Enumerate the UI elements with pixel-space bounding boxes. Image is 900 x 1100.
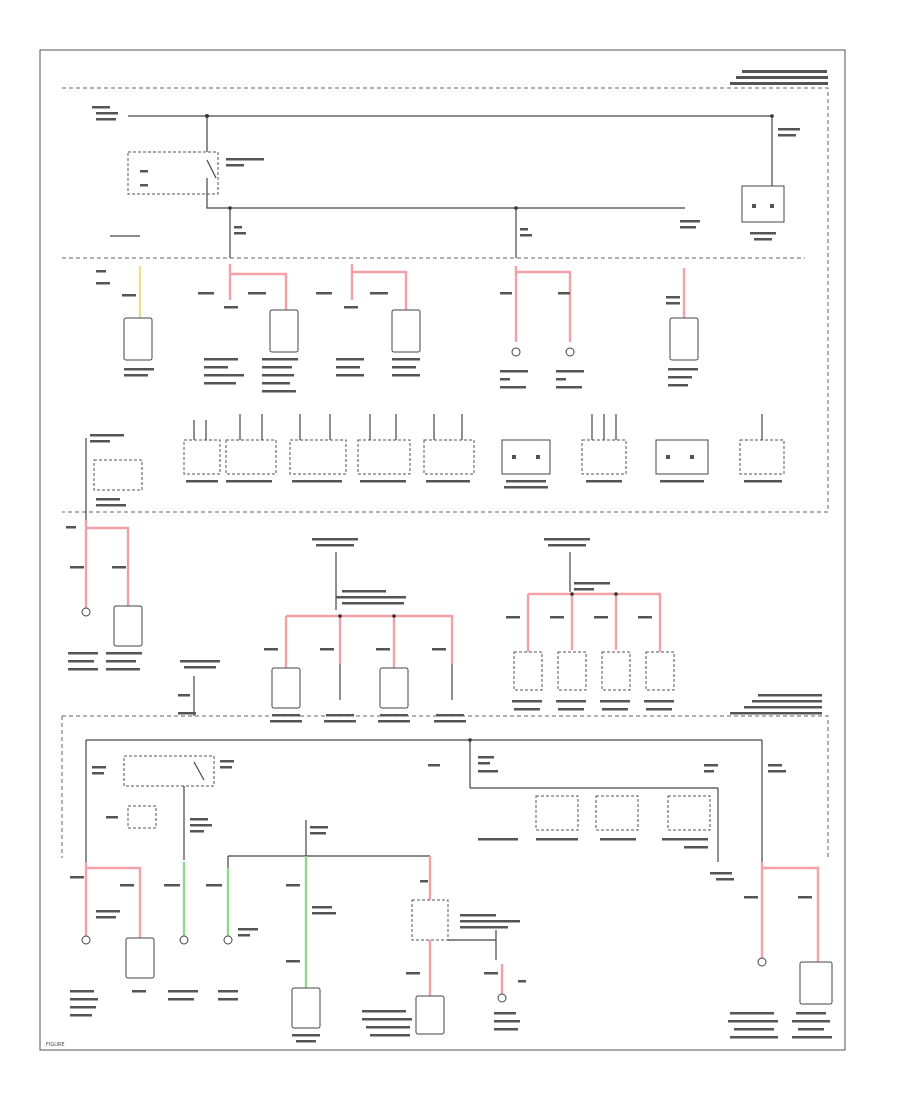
left-middle-circuits [66, 520, 143, 671]
lower-circuits [70, 738, 833, 1043]
relay-row [85, 414, 785, 520]
figure-reference: FIGURE [46, 1042, 65, 1048]
lower-fuse-block [61, 660, 829, 858]
battery-bus [127, 114, 800, 258]
ignition-relay [127, 151, 219, 195]
outer-frame [39, 49, 846, 1051]
coil-group [506, 538, 675, 711]
injector-group [264, 538, 466, 723]
component-2 [269, 309, 299, 353]
component-3 [391, 309, 421, 353]
component-4 [669, 317, 699, 361]
relay-top-right [741, 185, 785, 223]
underhood-fuse-block [62, 70, 829, 513]
component-1 [123, 317, 153, 361]
upper-circuits [96, 235, 699, 393]
fuel-pump-relay [123, 755, 215, 787]
